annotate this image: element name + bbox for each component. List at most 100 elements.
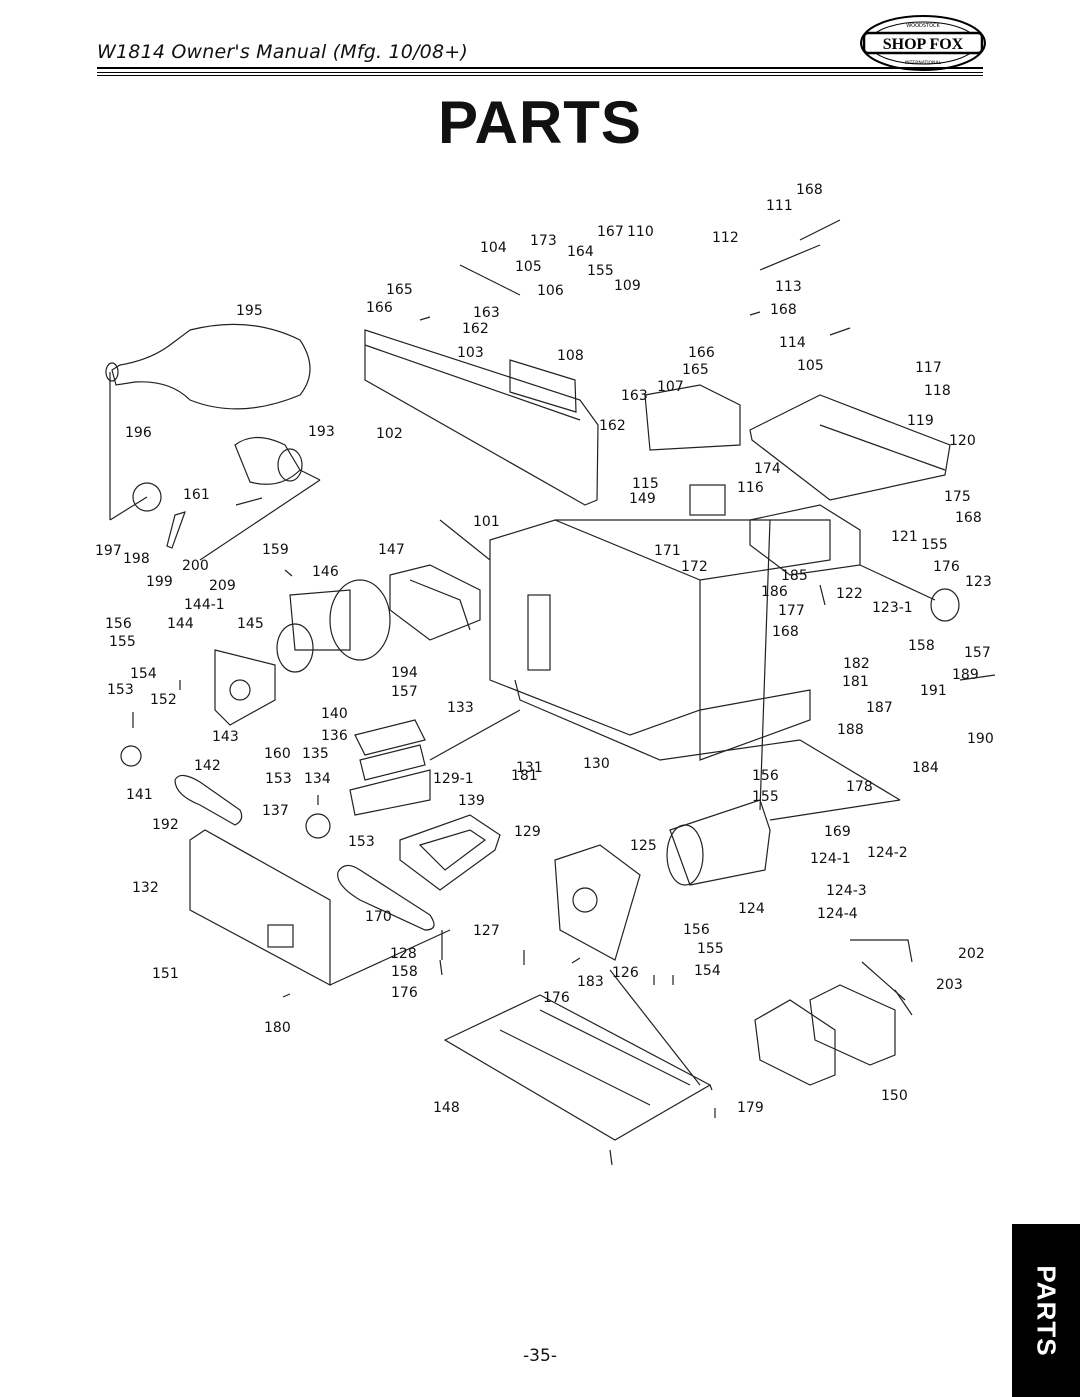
part-label: 156	[683, 922, 710, 938]
diagram-drawing	[105, 219, 996, 1166]
part-label: 171	[654, 543, 681, 559]
part-label: 158	[908, 638, 935, 654]
part-label: 155	[752, 789, 779, 805]
part-label: 176	[933, 559, 960, 575]
part-label: 101	[473, 514, 500, 530]
part-label: 195	[236, 303, 263, 319]
part-label: 162	[599, 418, 626, 434]
part-label: 150	[881, 1088, 908, 1104]
part-label: 124	[738, 901, 765, 917]
part-label: 126	[612, 965, 639, 981]
part-labels: 168 111 167 110 112 104 173 164 105 155 …	[95, 182, 994, 1116]
part-label: 123	[965, 574, 992, 590]
part-label: 151	[152, 966, 179, 982]
part-label: 177	[778, 603, 805, 619]
part-label: 168	[770, 302, 797, 318]
part-label: 134	[304, 771, 331, 787]
part-label: 129-1	[433, 771, 474, 787]
part-label: 133	[447, 700, 474, 716]
part-label: 163	[621, 388, 648, 404]
part-label: 148	[433, 1100, 460, 1116]
page-title: PARTS	[438, 89, 642, 156]
part-label: 198	[123, 551, 150, 567]
part-label: 108	[557, 348, 584, 364]
part-label: 135	[302, 746, 329, 762]
part-label: 129	[514, 824, 541, 840]
part-label: 202	[958, 946, 985, 962]
part-label: 144	[167, 616, 194, 632]
part-label: 128	[390, 946, 417, 962]
part-label: 124-2	[867, 845, 908, 861]
section-tab: PARTS	[1012, 1224, 1080, 1397]
part-label: 183	[577, 974, 604, 990]
part-label: 124-4	[817, 906, 858, 922]
part-label: 203	[936, 977, 963, 993]
part-label: 184	[912, 760, 939, 776]
part-label: 179	[737, 1100, 764, 1116]
part-label: 185	[781, 568, 808, 584]
part-label: 156	[752, 768, 779, 784]
part-label: 182	[843, 656, 870, 672]
part-label: 139	[458, 793, 485, 809]
part-label: 165	[682, 362, 709, 378]
part-label: 168	[955, 510, 982, 526]
part-label: 141	[126, 787, 153, 803]
part-label: 154	[694, 963, 721, 979]
part-label: 155	[697, 941, 724, 957]
part-label: 104	[480, 240, 507, 256]
part-label: 192	[152, 817, 179, 833]
part-label: 168	[772, 624, 799, 640]
part-label: 127	[473, 923, 500, 939]
header-rule	[97, 67, 983, 69]
part-label: 160	[264, 746, 291, 762]
part-label: 105	[515, 259, 542, 275]
svg-text:SHOP FOX: SHOP FOX	[883, 36, 964, 53]
part-label: 155	[587, 263, 614, 279]
part-label: 194	[391, 665, 418, 681]
part-label: 155	[109, 634, 136, 650]
part-label: 109	[614, 278, 641, 294]
section-tab-label: PARTS	[1031, 1264, 1062, 1357]
part-label: 153	[348, 834, 375, 850]
part-label: 153	[107, 682, 134, 698]
page-number: -35-	[523, 1346, 557, 1366]
part-label: 115	[632, 476, 659, 492]
part-label: 193	[308, 424, 335, 440]
part-label: 199	[146, 574, 173, 590]
part-label: 124-3	[826, 883, 867, 899]
part-label: 175	[944, 489, 971, 505]
part-label: 137	[262, 803, 289, 819]
part-label: 169	[824, 824, 851, 840]
part-label: 161	[183, 487, 210, 503]
part-label: 152	[150, 692, 177, 708]
part-label: 181	[511, 768, 538, 784]
part-label: 187	[866, 700, 893, 716]
part-label: 157	[391, 684, 418, 700]
part-label: 153	[265, 771, 292, 787]
part-label: 122	[836, 586, 863, 602]
part-label: 142	[194, 758, 221, 774]
part-label: 197	[95, 543, 122, 559]
part-label: 106	[537, 283, 564, 299]
part-label: 176	[391, 985, 418, 1001]
part-label: 147	[378, 542, 405, 558]
part-label: 176	[543, 990, 570, 1006]
part-label: 159	[262, 542, 289, 558]
svg-text:INTERNATIONAL: INTERNATIONAL	[905, 60, 942, 66]
part-label: 107	[657, 379, 684, 395]
part-label: 145	[237, 616, 264, 632]
part-label: 124-1	[810, 851, 851, 867]
part-label: 114	[779, 335, 806, 351]
part-label: 146	[312, 564, 339, 580]
part-label: 209	[209, 578, 236, 594]
part-label: 123-1	[872, 600, 913, 616]
part-label: 154	[130, 666, 157, 682]
part-label: 140	[321, 706, 348, 722]
part-label: 196	[125, 425, 152, 441]
part-label: 121	[891, 529, 918, 545]
shop-fox-logo: SHOP FOX WOODSTOCK INTERNATIONAL	[860, 15, 986, 71]
part-label: 157	[964, 645, 991, 661]
part-label: 143	[212, 729, 239, 745]
part-label: 125	[630, 838, 657, 854]
